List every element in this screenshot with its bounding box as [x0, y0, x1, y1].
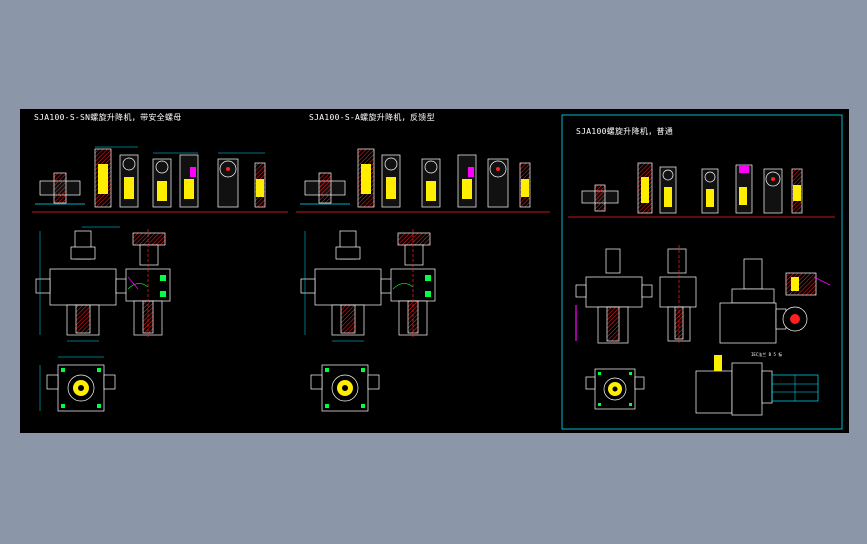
front-view-2: [300, 230, 396, 342]
motor-adapter-view: [719, 258, 831, 344]
iec-flange-label: IEC法兰 B 5 标: [751, 352, 783, 357]
top-view-3: [585, 368, 645, 410]
front-view: [35, 226, 131, 342]
panel-title-standard: SJA100螺旋升降机，普通: [576, 127, 674, 136]
panel-feedback-drawings: [296, 148, 550, 412]
front-view-3: [575, 248, 653, 344]
top-view: [39, 356, 116, 412]
drawing-sheet: SJA100-S-SN螺旋升降机，带安全螺母 SJA100-S-A螺旋升降机，反…: [20, 109, 849, 433]
mounting-variant-row-3: [568, 162, 835, 218]
panel-title-feedback: SJA100-S-A螺旋升降机，反馈型: [309, 113, 435, 122]
panel-standard-drawings: [568, 162, 835, 416]
mounting-variant-row-2: [296, 148, 550, 213]
section-view-3: [659, 245, 697, 345]
panel-title-safety-nut: SJA100-S-SN螺旋升降机，带安全螺母: [34, 113, 182, 122]
cad-drawing-canvas: [32, 114, 843, 430]
mounting-variant-row: [32, 146, 288, 213]
iec-motor-view: [695, 355, 819, 416]
panel-standard-frame: [561, 114, 843, 430]
panel-safety-nut-drawings: [32, 146, 288, 412]
section-view: [125, 229, 171, 339]
section-view-2: [390, 229, 436, 339]
top-view-2: [310, 364, 380, 412]
